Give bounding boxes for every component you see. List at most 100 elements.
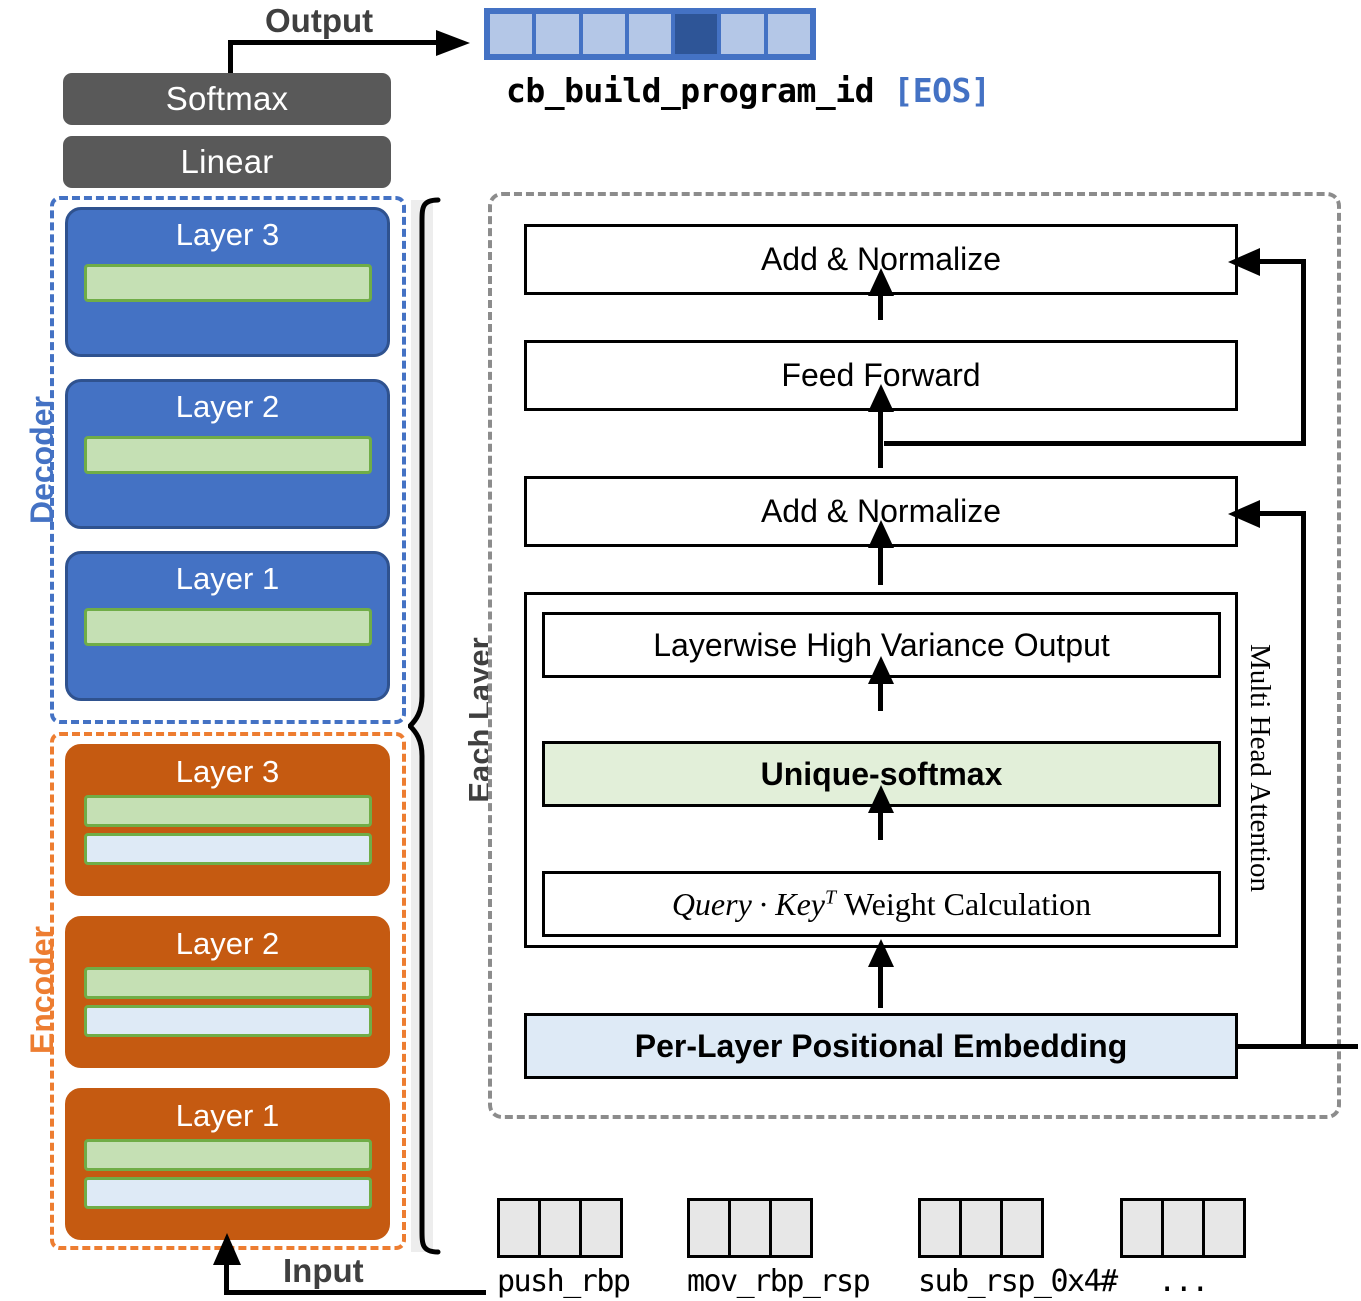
arrow-addnorm-to-ff-head (868, 384, 894, 412)
output-arrow-line (228, 40, 443, 45)
softmax-box[interactable]: Softmax (63, 73, 391, 125)
output-eos-tag: [EOS] (893, 71, 991, 110)
linear-box[interactable]: Linear (63, 136, 391, 188)
input-token-label: mov_rbp_rsp (687, 1264, 871, 1299)
input-token-cell (687, 1198, 731, 1258)
decoder-group-label: Decoder (23, 395, 60, 525)
decoder-group-border (50, 196, 406, 724)
arrow-softmax-to-layerwise-head (868, 656, 894, 684)
input-token-group: ... (1120, 1198, 1246, 1299)
input-token-cell (1000, 1198, 1044, 1258)
input-token-label: ... (1158, 1264, 1209, 1299)
arrow-mha-to-addnorm-line (878, 527, 883, 585)
decoder-layer-1-title: Layer 1 (175, 561, 280, 596)
input-token-cell (959, 1198, 1003, 1258)
input-token-cells (497, 1198, 630, 1258)
dot-operator: · (758, 885, 769, 922)
decoder-layer-2-bar-green (83, 436, 372, 474)
arrow-softmax-to-layerwise-line (878, 663, 883, 711)
key-term: Key (775, 885, 825, 922)
encoder-layer-2-bar-green (83, 967, 372, 999)
input-arrow-head (213, 1233, 241, 1265)
encoder-layer-1-title: Layer 1 (175, 1098, 280, 1133)
decoder-layer-3-bar-green (83, 264, 372, 302)
input-token-cell (1161, 1198, 1205, 1258)
input-token-group: sub_rsp_0x4# (918, 1198, 1118, 1299)
arrow-addnorm-to-ff-line (878, 408, 883, 468)
encoder-layer-3-title: Layer 3 (175, 754, 280, 789)
input-token-cell (497, 1198, 541, 1258)
encoder-layer-2-bar-blue (83, 1005, 372, 1037)
multi-head-attention-label: Multi Head Attention (1244, 643, 1277, 893)
decoder-layer-2[interactable]: Layer 2 (65, 379, 390, 529)
input-arrow-stem (224, 1258, 229, 1294)
input-token-cells (918, 1198, 1117, 1258)
residual-1-top-segment (1252, 259, 1306, 264)
arrow-pe-to-mha-line (878, 946, 883, 1008)
output-arrow-stem (228, 40, 233, 76)
encoder-layer-1[interactable]: Layer 1 (65, 1088, 390, 1240)
output-token-cell (765, 12, 812, 56)
encoder-layer-1-bar-green (83, 1139, 372, 1171)
input-token-cell (1120, 1198, 1164, 1258)
arrow-ff-to-addnorm-head (868, 268, 894, 296)
input-token-cell (769, 1198, 813, 1258)
decoder-layer-1[interactable]: Layer 1 (65, 551, 390, 701)
input-token-group: mov_rbp_rsp (687, 1198, 871, 1299)
input-token-cell (1202, 1198, 1246, 1258)
output-token-text: cb_build_program_id [EOS] (506, 71, 991, 110)
residual-2-arrow-head (1228, 500, 1260, 528)
residual-2-bottom-segment (1238, 1044, 1358, 1049)
input-token-cells (1120, 1198, 1246, 1258)
encoder-layer-2-title: Layer 2 (175, 926, 280, 961)
input-token-group: push_rbp (497, 1198, 631, 1299)
each-layer-brace-fill (411, 200, 433, 1252)
decoder-layer-1-bar-green (83, 608, 372, 646)
input-token-cell (728, 1198, 772, 1258)
input-token-cells (687, 1198, 869, 1258)
residual-1-vertical-segment (1301, 259, 1306, 446)
output-token-cell (719, 12, 766, 56)
residual-1-arrow-head (1228, 248, 1260, 276)
weight-calculation-text: Weight Calculation (844, 885, 1092, 922)
positional-embedding-box[interactable]: Per-Layer Positional Embedding (524, 1013, 1238, 1079)
output-label: Output (265, 2, 374, 39)
encoder-layer-3-bar-blue (83, 833, 372, 865)
encoder-group-label: Encoder (23, 925, 60, 1055)
input-arrow-line (224, 1290, 486, 1295)
decoder-layer-3[interactable]: Layer 3 (65, 207, 390, 357)
encoder-layer-3[interactable]: Layer 3 (65, 744, 390, 896)
output-token-id: cb_build_program_id (506, 71, 875, 110)
output-token-strip (484, 8, 816, 60)
decoder-layer-3-title: Layer 3 (175, 217, 280, 252)
arrow-mha-to-addnorm-head (868, 520, 894, 548)
output-token-cell (626, 12, 674, 56)
output-token-cell (488, 12, 535, 56)
arrow-qk-to-softmax-line (878, 792, 883, 840)
encoder-layer-2[interactable]: Layer 2 (65, 916, 390, 1068)
arrow-pe-to-mha-head (868, 939, 894, 967)
input-token-label: sub_rsp_0x4# (918, 1264, 1118, 1299)
output-arrow-head (436, 30, 470, 56)
output-token-cell (580, 12, 627, 56)
residual-2-vertical-segment (1301, 511, 1306, 1049)
residual-1-bottom-segment (884, 441, 1306, 446)
output-token-cell-active (673, 12, 720, 56)
residual-2-top-segment (1252, 511, 1306, 516)
input-token-cell (538, 1198, 582, 1258)
input-token-label: push_rbp (497, 1264, 631, 1299)
transpose-superscript: T (825, 885, 837, 908)
decoder-layer-2-title: Layer 2 (175, 389, 280, 424)
output-token-cell (534, 12, 581, 56)
encoder-layer-1-bar-blue (83, 1177, 372, 1209)
each-layer-brace (408, 197, 441, 1255)
query-key-expression: Query · KeyT Weight Calculation (672, 886, 1091, 923)
input-label: Input (283, 1252, 364, 1289)
arrow-ff-to-addnorm-line (878, 275, 883, 320)
input-token-cell (918, 1198, 962, 1258)
arrow-qk-to-softmax-head (868, 785, 894, 813)
input-token-cell (579, 1198, 623, 1258)
query-term: Query (671, 885, 752, 922)
query-key-weight-box[interactable]: Query · KeyT Weight Calculation (542, 871, 1221, 937)
